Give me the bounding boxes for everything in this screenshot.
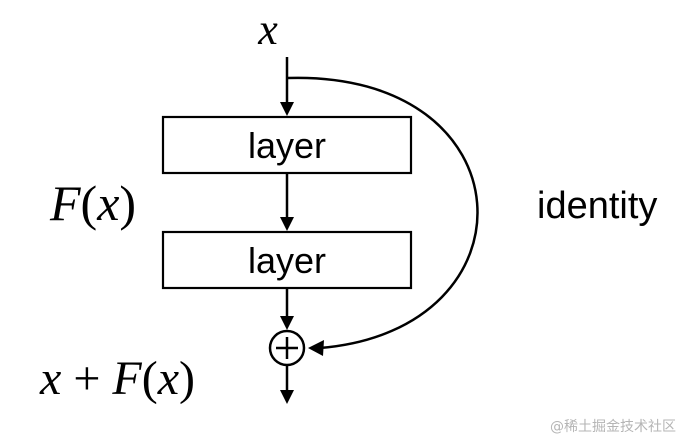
input-label: x (257, 5, 278, 54)
output-arrowhead (280, 390, 294, 404)
output-open-paren: ( (142, 352, 158, 405)
function-name: F (49, 175, 81, 231)
identity-label: identity (537, 185, 657, 227)
function-label: F(x) (49, 175, 136, 231)
output-plus: + (73, 352, 100, 405)
output-close-paren: ) (179, 352, 195, 405)
identity-skip-connection (286, 76, 479, 350)
output-function-name: F (111, 352, 142, 405)
function-open-paren: ( (81, 175, 98, 231)
to-add-arrowhead (280, 316, 294, 330)
output-label: x+F(x) (39, 352, 195, 405)
function-arg: x (96, 175, 119, 231)
input-arrowhead (280, 102, 294, 116)
addition-node-icon (268, 329, 306, 367)
layer-label-2: layer (248, 240, 326, 281)
layer-box-2 (161, 230, 413, 290)
watermark-text: @稀土掘金技术社区 (550, 419, 676, 435)
output-arg: x (157, 352, 179, 405)
identity-arrowhead (308, 340, 324, 356)
function-close-paren: ) (119, 175, 136, 231)
between-layers-arrowhead (280, 217, 294, 231)
output-lhs: x (39, 352, 61, 405)
layer-label-1: layer (248, 125, 326, 166)
